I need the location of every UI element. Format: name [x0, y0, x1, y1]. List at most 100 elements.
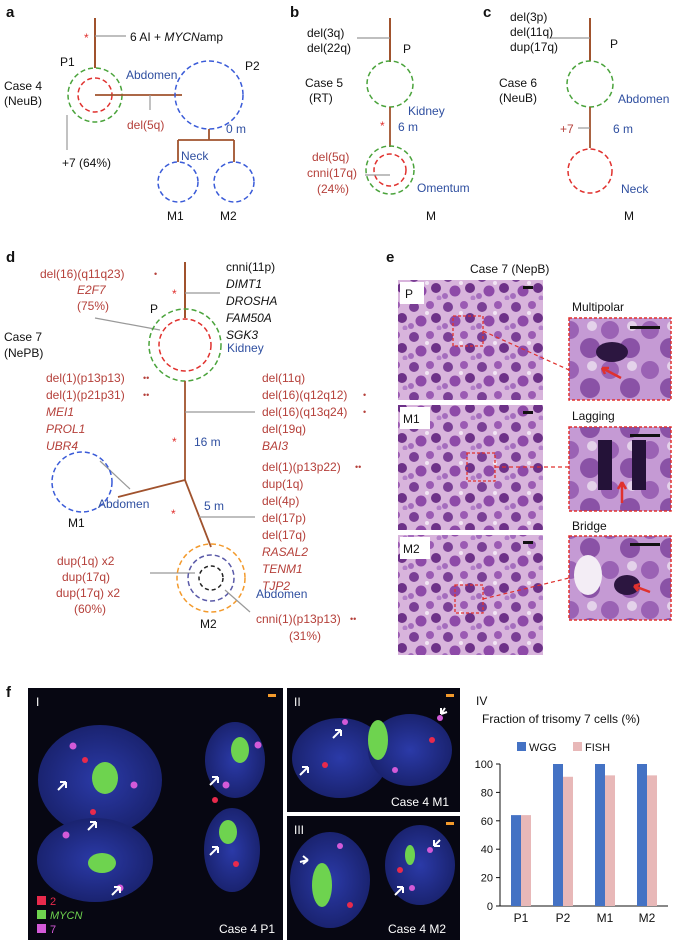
fish-label-roman-iii: III [294, 823, 304, 837]
annot-ubr4: UBR4 [46, 439, 78, 453]
case-label-c: Case 6 [499, 76, 537, 90]
bar-fish-p2 [563, 776, 573, 906]
annot-del16-q13: del(16)(q13q24) [262, 405, 347, 419]
scale-bar [630, 434, 660, 437]
chr7-signal [392, 767, 398, 773]
clone-m2 [213, 161, 255, 203]
fish-label-roman-i: I [36, 695, 39, 709]
label-time-6m: 6 m [613, 122, 633, 136]
panel-e-title: Case 7 (NepB) [470, 262, 549, 276]
x-tick-label: M2 [639, 911, 656, 925]
chr7-signal [130, 781, 138, 789]
annot-dot: • [363, 390, 366, 400]
mitotic-figure [614, 575, 640, 595]
bar-wgg-m2 [637, 764, 647, 906]
label-kidney: Kidney [408, 104, 445, 118]
annot-dot: • [363, 407, 366, 417]
chr7-signal [337, 843, 343, 849]
case-sub-c: (NeuB) [499, 91, 537, 105]
arrow-icon [87, 821, 97, 831]
chr7-signal [342, 719, 348, 725]
legend-swatch-2 [37, 896, 46, 905]
driver-star: * [172, 287, 177, 301]
x-tick-label: M1 [597, 911, 614, 925]
mid-annotations: del(11q) del(16)(q12q12) del(16)(q13q24)… [262, 371, 366, 453]
clone-p [566, 60, 614, 108]
case-sub-a: (NeuB) [4, 94, 42, 108]
chr2-signal [347, 902, 353, 908]
chr2-signal [429, 737, 435, 743]
panel-b: b del(3q) del(22q) P Case 5 (RT) Kidney … [290, 4, 470, 223]
label-time-5m: 5 m [204, 499, 224, 513]
arrow-icon [209, 846, 219, 856]
label-m: M [624, 209, 634, 223]
gene-dimt1: DIMT1 [226, 277, 262, 291]
mycn-signal [88, 853, 116, 873]
chr7-signal [437, 715, 443, 721]
label-plus7: +7 (64%) [62, 156, 111, 170]
label-m2: M2 [220, 209, 237, 223]
clone-p [366, 60, 414, 108]
chart-roman-iv: IV [476, 694, 487, 708]
annot-dot: •• [355, 462, 361, 472]
trunk-dup17q: dup(17q) [510, 40, 558, 54]
label-del5q: del(5q) [127, 118, 164, 132]
case-label-d: Case 7 [4, 330, 42, 344]
annot-del17q: del(17q) [262, 528, 306, 542]
branch-to-m2 [184, 479, 212, 548]
scale-bar [630, 326, 660, 329]
label-bridge: Bridge [572, 519, 607, 533]
annot-dup17q-x2: dup(17q) x2 [56, 586, 120, 600]
histology-label-bg [400, 282, 424, 304]
gene-sgk3: SGK3 [226, 328, 258, 342]
label-abdomen: Abdomen [126, 68, 177, 82]
arrow-icon [299, 855, 309, 865]
annot-75pct: (75%) [77, 299, 109, 313]
chr2-signal [82, 757, 88, 763]
legend-label-mycn: MYCN [50, 910, 82, 922]
annot-del16-q12: del(16)(q12q12) [262, 388, 347, 402]
zoom-connector [482, 330, 570, 371]
chr7-signal [427, 847, 433, 853]
panel-f: f I 2 MYCN 7 Case 4 P1 [6, 684, 668, 940]
arrow-icon [616, 481, 628, 503]
gene-cnni11p: cnni(11p) [226, 260, 275, 274]
label-kidney: Kidney [227, 341, 264, 355]
annot-del11q: del(11q) [262, 371, 305, 385]
fish-caption-iii: Case 4 M2 [388, 922, 446, 936]
lower-annotations: del(1)(p13p22) dup(1q) del(4p) del(17p) … [262, 460, 361, 593]
annot-del1-p13: del(1)(p13p13) [46, 371, 125, 385]
leader-line [94, 317, 161, 331]
panel-letter-a: a [6, 4, 15, 21]
mycn-signal [219, 820, 237, 844]
clone-m-inner [373, 153, 407, 187]
panel-letter-f: f [6, 684, 12, 701]
histology-label-m1: M1 [403, 412, 420, 426]
scale-bar [523, 411, 533, 414]
arrow-icon [394, 886, 404, 896]
chr7-signal [409, 885, 415, 891]
annot-60pct: (60%) [74, 602, 106, 616]
bar-fish-p1 [521, 815, 531, 906]
label-m1: M1 [167, 209, 184, 223]
panel-c: c del(3p) del(11q) dup(17q) P Case 6 (Ne… [483, 4, 669, 223]
annot-dup1q: dup(1q) [262, 477, 303, 491]
mycn-signal [92, 762, 118, 794]
annot-del1-p13p22: del(1)(p13p22) [262, 460, 341, 474]
driver-star: * [172, 435, 177, 449]
panel-d: d del(16)(q11q23) • E2F7 (75%) * cnni(11… [4, 249, 366, 643]
y-tick-label: 0 [487, 901, 493, 913]
case-sub-b: (RT) [309, 91, 333, 105]
y-tick-label: 80 [481, 787, 493, 799]
scale-bar [268, 694, 276, 697]
arrow-icon [332, 729, 342, 739]
label-abdomen-m1: Abdomen [98, 497, 149, 511]
x-tick-label: P2 [556, 911, 571, 925]
chromatin-right [632, 440, 646, 490]
legend-label-fish: FISH [585, 742, 610, 754]
label-abdomen: Abdomen [618, 92, 669, 106]
annot-dot: •• [143, 373, 149, 383]
chr2-signal [90, 809, 96, 815]
